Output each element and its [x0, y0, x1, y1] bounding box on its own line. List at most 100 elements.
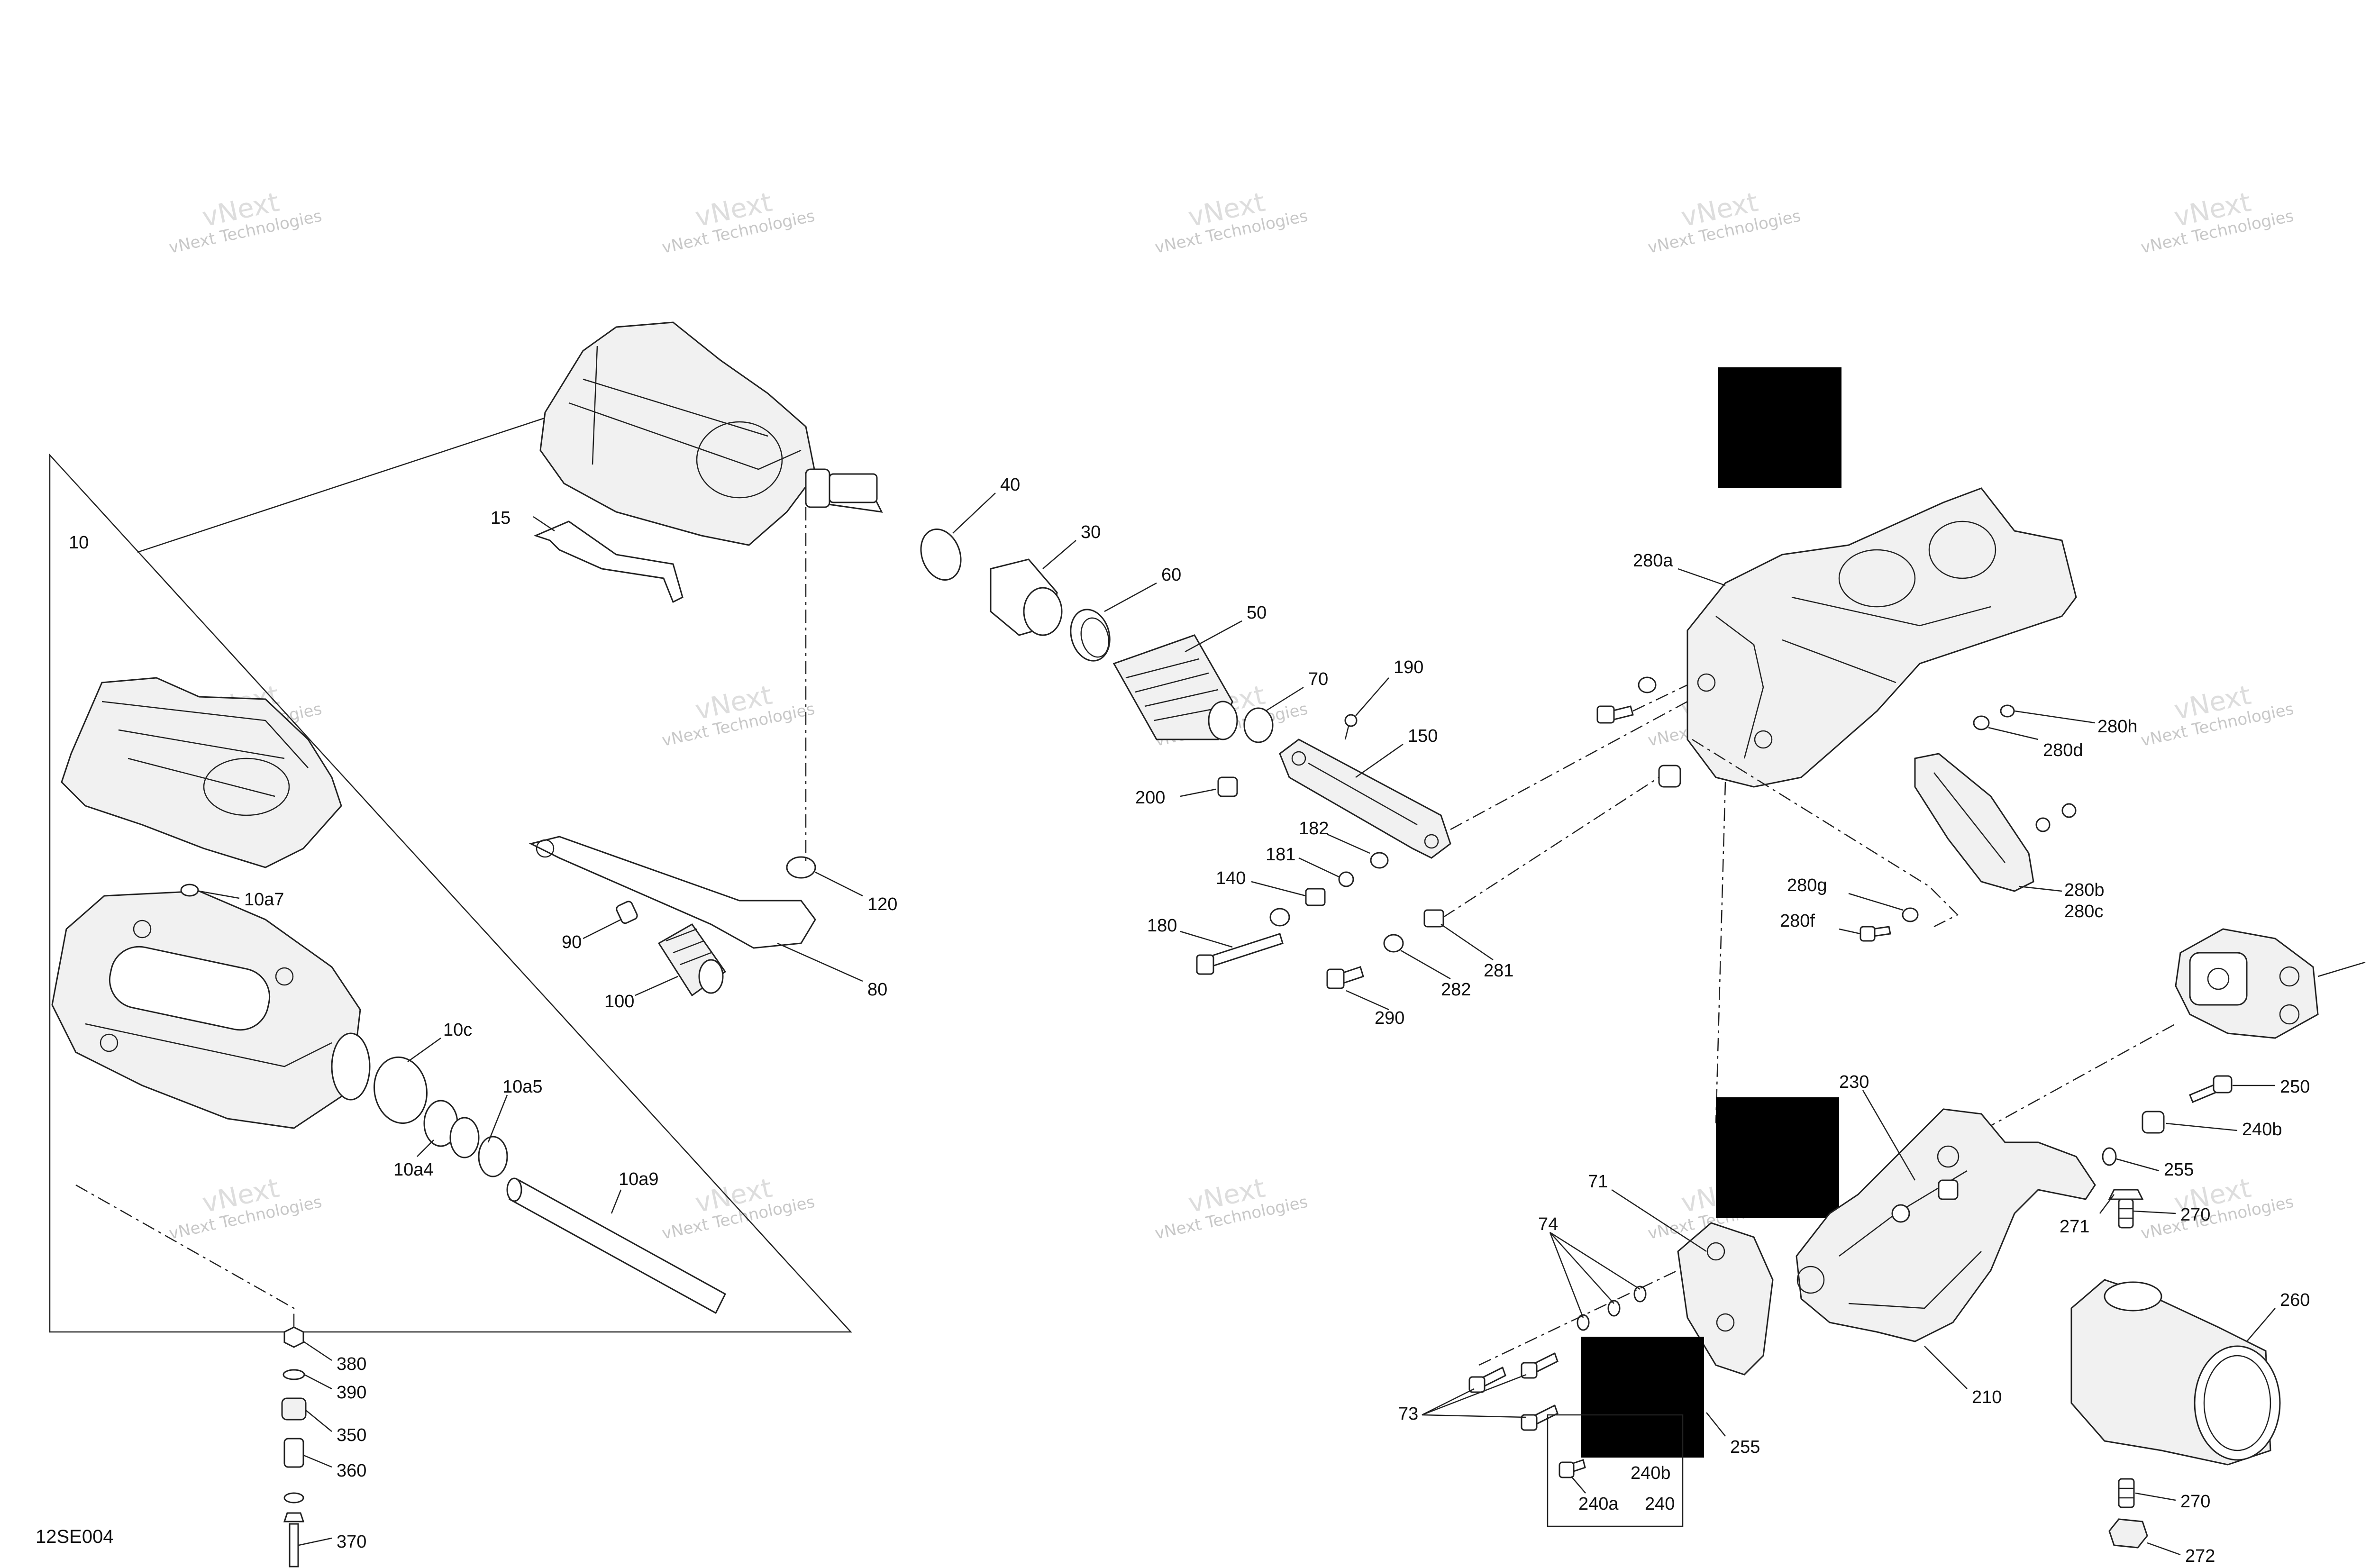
spacer-280 — [1658, 765, 1681, 788]
callout-80: 80 — [867, 980, 887, 1000]
redaction-box-middle — [1716, 1097, 1839, 1218]
diagram-code: 12SE004 — [36, 1526, 114, 1547]
callout-100: 100 — [604, 992, 634, 1012]
gearbox-cover — [61, 677, 342, 868]
callout-210: 210 — [1972, 1387, 2002, 1407]
leader-200 — [1180, 788, 1216, 797]
leader-281 — [1440, 923, 1494, 961]
bracket-15 — [533, 520, 684, 603]
washer-74-b — [1607, 1300, 1621, 1317]
leader-140 — [1251, 881, 1306, 897]
redaction-box-bottom — [1581, 1337, 1704, 1458]
callout-282: 282 — [1441, 980, 1471, 1000]
fitting-270-bottom — [2118, 1478, 2135, 1508]
leader-240a — [1571, 1476, 1586, 1494]
leader-370 — [298, 1537, 332, 1546]
leader-282 — [1400, 949, 1451, 980]
leader-74-a — [1549, 1232, 1584, 1318]
callout-120: 120 — [867, 894, 897, 914]
leader-120 — [815, 871, 863, 897]
leader-180 — [1180, 930, 1233, 948]
washer-255-r — [2102, 1147, 2117, 1166]
callout-260: 260 — [2280, 1290, 2310, 1310]
callout-230: 230 — [1839, 1072, 1869, 1092]
leader-390 — [304, 1374, 332, 1390]
callout-150: 150 — [1408, 726, 1438, 746]
callout-280d: 280d — [2043, 740, 2083, 760]
washer-181 — [1338, 871, 1354, 887]
leader-40 — [952, 492, 996, 534]
bolt-200 — [1217, 776, 1238, 797]
leader-10c — [407, 1037, 441, 1063]
leader-181 — [1298, 857, 1340, 878]
leader-30 — [1042, 540, 1076, 569]
gearbox-assembly-main — [539, 321, 883, 546]
leader-380 — [303, 1340, 332, 1361]
alignment-line-vertical — [1715, 782, 1726, 1124]
rod-80 — [529, 836, 816, 949]
washer-282 — [1383, 934, 1404, 953]
bolt-73-c — [1521, 1404, 1559, 1431]
callout-labels: 10 15 40 30 60 50 70 190 150 200 182 181… — [69, 475, 2310, 1566]
leader-72 — [2317, 961, 2366, 977]
callout-60: 60 — [1161, 565, 1181, 585]
callout-350: 350 — [337, 1425, 366, 1445]
callout-182: 182 — [1299, 819, 1329, 839]
ring-10a5 — [478, 1136, 508, 1177]
leader-73-c — [1422, 1414, 1527, 1418]
ring-60 — [1070, 609, 1111, 662]
leader-271 — [2099, 1194, 2115, 1214]
callout-30: 30 — [1081, 522, 1101, 542]
leader-74-b — [1550, 1232, 1614, 1304]
callout-74: 74 — [1538, 1214, 1558, 1234]
callout-390: 390 — [337, 1383, 366, 1403]
boot-50 — [1112, 634, 1238, 740]
clamp-70 — [1243, 707, 1274, 743]
leader-280f — [1839, 928, 1861, 935]
bolt-240a — [1559, 1459, 1586, 1478]
alignment-line-280e — [1632, 684, 1688, 712]
washer-230 — [1891, 1204, 1910, 1223]
leader-90 — [583, 919, 621, 939]
washer-74-c — [1633, 1285, 1647, 1303]
inset-box-240 — [1547, 1414, 1684, 1527]
leader-50 — [1185, 620, 1242, 653]
callout-271: 271 — [2060, 1217, 2089, 1237]
ring-10a4b — [449, 1117, 480, 1158]
subassembly-outline — [49, 453, 852, 1333]
callout-15: 15 — [491, 508, 510, 528]
washer-280h — [1973, 715, 1990, 730]
boot-100 — [657, 923, 727, 997]
callout-255-bottom: 255 — [1730, 1437, 1760, 1457]
leader-255-b — [1706, 1412, 1726, 1437]
callout-73: 73 — [1398, 1404, 1418, 1424]
link-arm-150 — [1279, 738, 1451, 859]
washer-140b — [1269, 908, 1290, 927]
hardware-stack — [281, 1326, 307, 1568]
leader-100 — [635, 975, 678, 996]
bolt-250 — [2189, 1075, 2233, 1103]
bushing-240b-r — [2142, 1111, 2165, 1134]
bushing-230 — [1938, 1179, 1959, 1200]
callout-370: 370 — [337, 1532, 366, 1552]
callout-272: 272 — [2185, 1546, 2215, 1566]
screw-190 — [1344, 714, 1358, 740]
leader-240b-r — [2166, 1122, 2238, 1131]
callout-380: 380 — [337, 1354, 366, 1374]
leader-230 — [1862, 1090, 1916, 1181]
callout-10a4: 10a4 — [393, 1160, 434, 1180]
leader-73-b — [1422, 1374, 1527, 1416]
nut-280d-a — [2035, 817, 2051, 832]
bolt-73-b — [1521, 1352, 1559, 1379]
callout-50: 50 — [1247, 603, 1267, 623]
bushing-90 — [616, 901, 638, 924]
callout-10a7: 10a7 — [244, 890, 284, 910]
redaction-box-top — [1718, 367, 1841, 488]
leader-15 — [533, 516, 555, 532]
leader-272 — [2147, 1542, 2181, 1556]
steering-arm-210 — [1796, 1108, 2096, 1342]
